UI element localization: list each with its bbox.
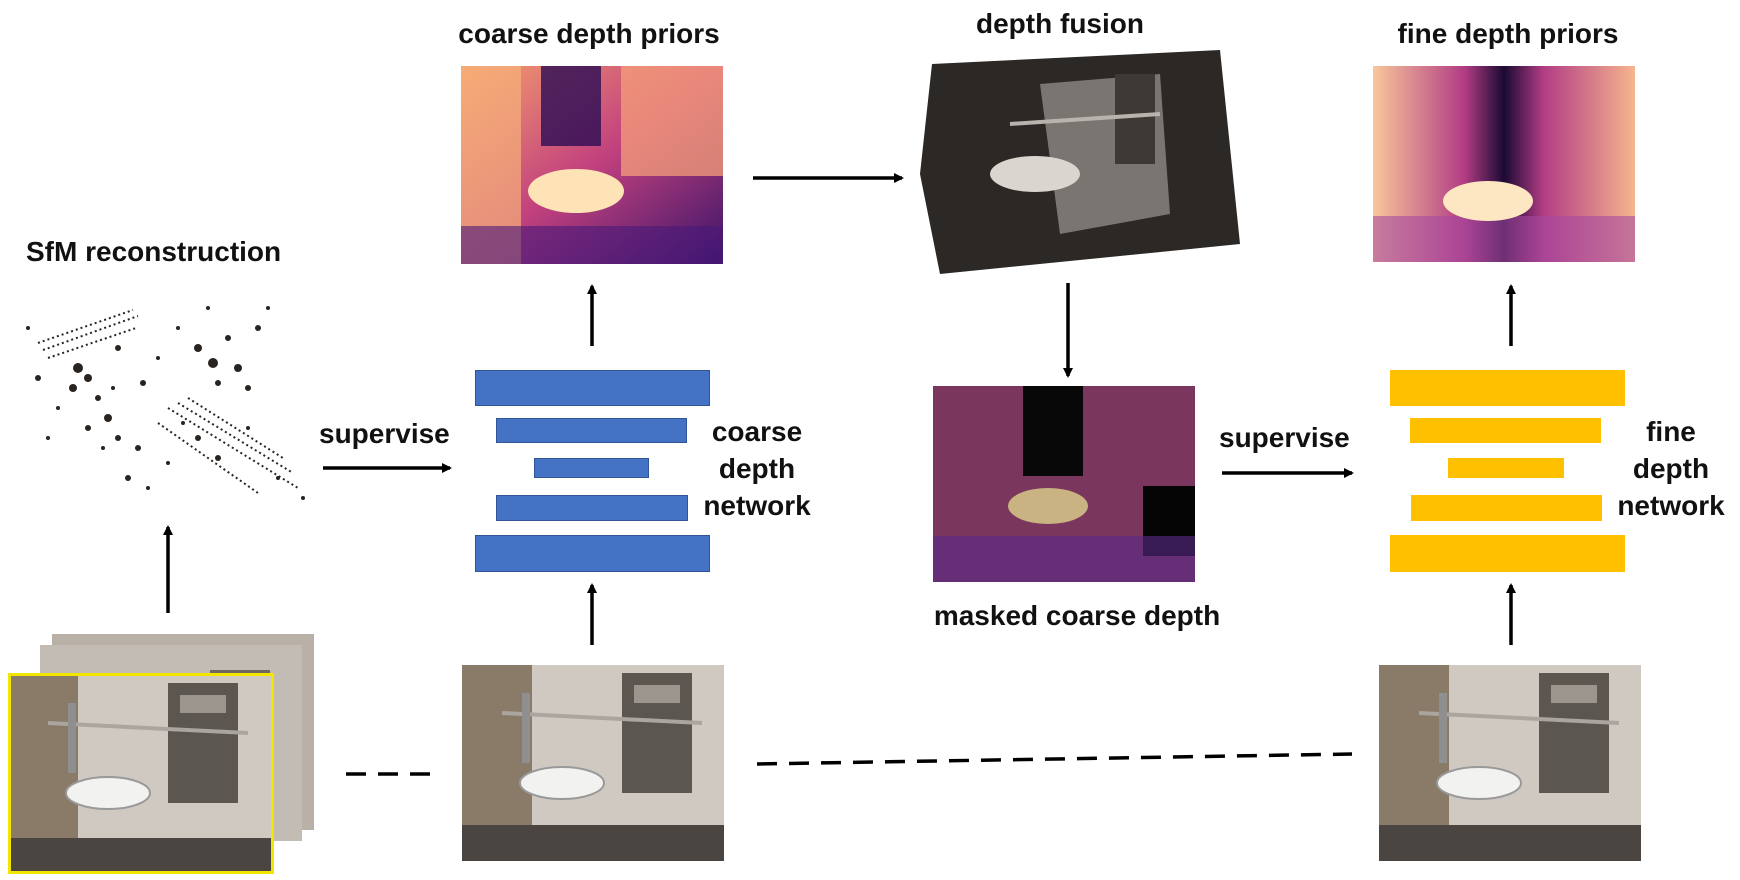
supervise-label-right: supervise xyxy=(1219,422,1350,453)
fine-network-line-3: network xyxy=(1617,490,1725,521)
coarse-net-layer-2 xyxy=(496,418,687,443)
coarse-depth-priors-image xyxy=(461,66,723,264)
fine-net-layer-2 xyxy=(1410,418,1601,443)
fine-priors-title: fine depth priors xyxy=(1397,18,1619,49)
coarse-network-line-1: coarse xyxy=(711,416,803,447)
fine-net-layer-1 xyxy=(1390,370,1625,406)
input-frame-selected xyxy=(8,673,274,874)
coarse-network-line-2: depth xyxy=(718,453,796,484)
fine-input-image xyxy=(1379,665,1641,861)
fine-network-label: fine depth network xyxy=(1617,413,1724,524)
masked-coarse-title: masked coarse depth xyxy=(933,600,1221,631)
coarse-net-layer-4 xyxy=(496,495,688,521)
coarse-network-line-3: network xyxy=(703,490,811,521)
coarse-net-layer-3 xyxy=(534,458,649,478)
depth-fusion-image xyxy=(920,50,1240,274)
fine-depth-priors-image xyxy=(1373,66,1635,262)
fine-net-layer-4 xyxy=(1411,495,1602,521)
dashed-link-right xyxy=(756,752,1353,766)
supervise-label-left: supervise xyxy=(319,418,450,449)
fine-network-line-1: fine xyxy=(1646,416,1696,447)
coarse-priors-title: coarse depth priors xyxy=(458,18,720,49)
fine-net-layer-5 xyxy=(1390,535,1625,572)
depth-fusion-title: depth fusion xyxy=(976,8,1144,39)
sfm-point-cloud-image xyxy=(26,306,305,500)
coarse-network-label: coarse depth network xyxy=(703,413,810,524)
fine-net-layer-3 xyxy=(1448,458,1564,478)
coarse-net-layer-1 xyxy=(475,370,710,406)
sfm-title: SfM reconstruction xyxy=(26,236,282,267)
coarse-net-layer-5 xyxy=(475,535,710,572)
fine-network-line-2: depth xyxy=(1632,453,1710,484)
coarse-input-image xyxy=(462,665,724,861)
masked-coarse-depth-image xyxy=(933,386,1195,582)
